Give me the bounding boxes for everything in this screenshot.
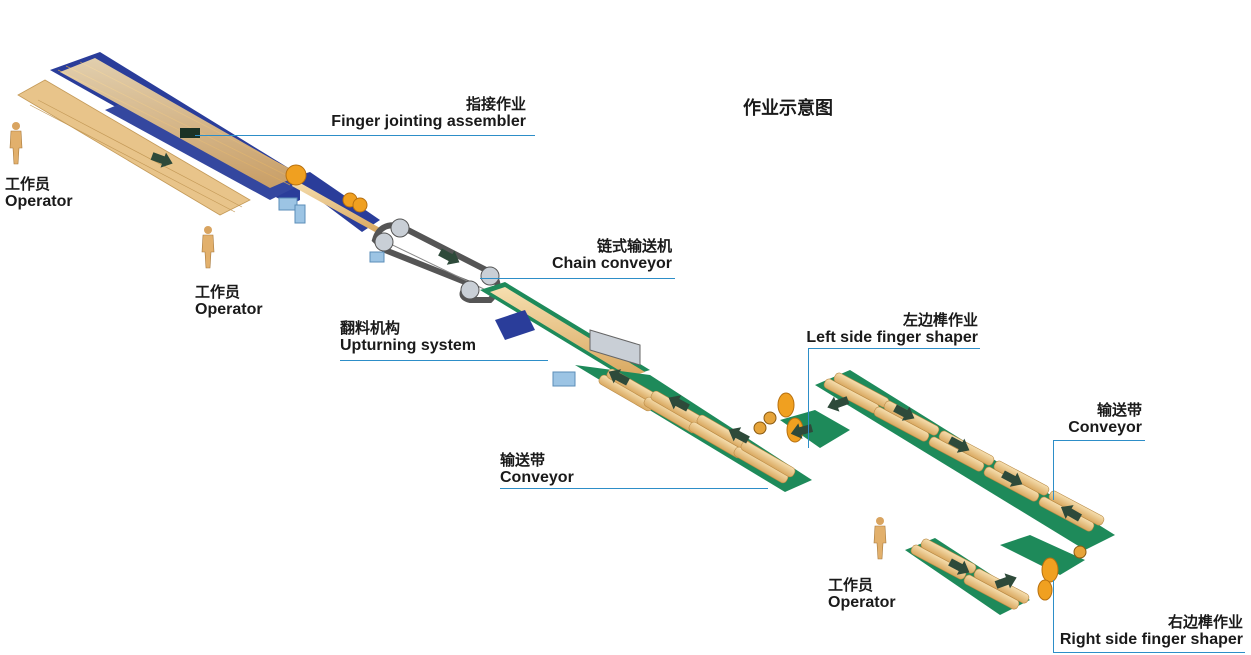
label-zh: 输送带 — [500, 452, 546, 469]
label-conveyor-mid: 输送带 Conveyor — [500, 452, 574, 488]
feed-conveyor — [278, 164, 380, 232]
operator-figure — [201, 225, 215, 269]
label-zh: 左边榫作业 — [902, 312, 978, 329]
label-zh: 输送带 — [1096, 402, 1142, 419]
diagram-title: 作业示意图 — [743, 98, 833, 118]
right-side-shaper — [1000, 500, 1087, 601]
leader-line — [1053, 440, 1054, 500]
operator-figure — [873, 516, 887, 560]
label-en: Conveyor — [1068, 419, 1142, 437]
label-zh: 翻料机构 — [340, 320, 401, 337]
label-en: Left side finger shaper — [806, 329, 978, 347]
label-operator: 工作员 Operator — [5, 176, 73, 212]
label-zh: 链式输送机 — [596, 238, 672, 255]
label-en: Operator — [195, 301, 263, 319]
label-zh: 工作员 — [195, 284, 241, 301]
right-green-conveyor — [815, 370, 1115, 550]
label-en: Finger jointing assembler — [331, 113, 526, 131]
label-en: Operator — [828, 594, 896, 612]
leader-line — [340, 360, 548, 361]
label-en: Right side finger shaper — [1059, 631, 1243, 649]
label-en: Chain conveyor — [551, 255, 672, 273]
chain-conveyor — [369, 218, 501, 303]
leader-line — [500, 488, 768, 489]
label-en: Upturning system — [340, 337, 477, 355]
label-zh: 工作员 — [828, 577, 874, 594]
label-finger-jointing: 指接作业 Finger jointing assembler — [320, 96, 526, 132]
leader-line — [808, 348, 809, 448]
label-conveyor-right: 输送带 Conveyor — [1040, 402, 1142, 438]
leader-line — [808, 348, 980, 349]
leader-line — [1053, 580, 1054, 652]
label-upturning: 翻料机构 Upturning system — [340, 320, 476, 356]
upturning-system — [480, 282, 650, 387]
label-zh: 工作员 — [5, 176, 51, 193]
label-zh: 指接作业 — [465, 96, 526, 113]
label-chain-conveyor: 链式输送机 Chain conveyor — [520, 238, 672, 274]
leader-line — [1053, 440, 1145, 441]
operator-figure — [9, 121, 23, 165]
label-operator: 工作员 Operator — [828, 577, 896, 613]
leader-line — [1053, 652, 1245, 653]
leader-line — [480, 278, 675, 279]
label-right-shaper: 右边榫作业 Right side finger shaper — [1050, 614, 1243, 650]
label-zh: 右边榫作业 — [1167, 614, 1243, 631]
label-en: Operator — [5, 193, 73, 211]
finger-jointing-assembler — [17, 52, 300, 216]
main-green-conveyor — [575, 364, 812, 492]
leader-line — [195, 135, 535, 136]
left-side-shaper — [753, 392, 850, 448]
label-operator: 工作员 Operator — [195, 284, 263, 320]
label-en: Conveyor — [500, 469, 574, 487]
label-left-shaper: 左边榫作业 Left side finger shaper — [790, 312, 978, 348]
outfeed-conveyor — [905, 537, 1031, 615]
